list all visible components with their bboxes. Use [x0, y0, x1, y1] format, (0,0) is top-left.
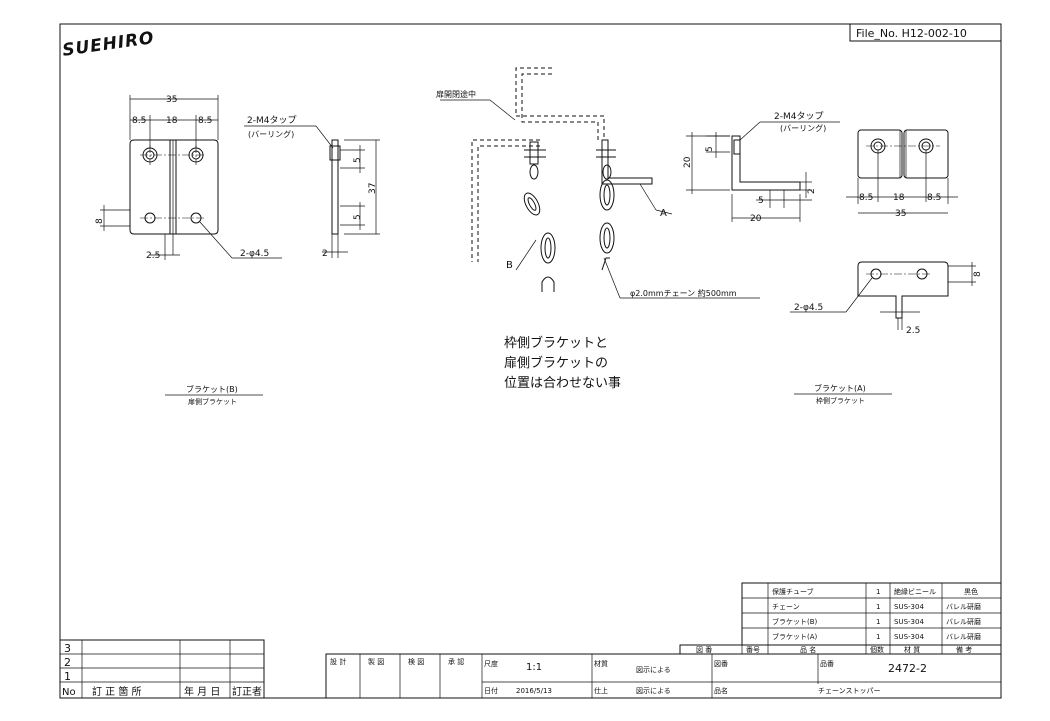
bracket-a-side-view — [686, 121, 840, 222]
approval-approve: 承 認 — [448, 657, 464, 666]
approval-check: 検 図 — [408, 657, 424, 666]
revision-header-no: No — [62, 687, 76, 698]
bracket-b-offset: 2.5 — [146, 251, 160, 261]
bracket-a-holes: 2-φ4.5 — [794, 303, 823, 313]
parts-row-1-remark: 黒色 — [964, 587, 978, 596]
bracket-a-right: 8.5 — [927, 193, 941, 203]
file-no: File_No. H12-002-10 — [856, 27, 967, 40]
parts-row-3-material: SUS-304 — [894, 618, 924, 626]
bracket-b-five-b: 5 — [353, 214, 363, 220]
bracket-b-tap: 2-M4タップ — [247, 115, 296, 126]
approval-drawing: 製 図 — [368, 657, 384, 666]
parts-row-1-name: 保護チューブ — [772, 587, 814, 596]
bracket-a-subtitle: 枠側ブラケット — [816, 396, 865, 405]
parts-row-1-material: 絶縁ビニール — [894, 587, 936, 596]
name-value: チェーンストッパー — [818, 687, 881, 695]
parts-header-part-no: 番号 — [746, 646, 760, 654]
assembly-label-b: B — [506, 260, 513, 271]
revision-header-location: 訂 正 箇 所 — [92, 685, 142, 698]
assembly-label-a: A — [660, 208, 667, 219]
bracket-a-front-view — [846, 129, 958, 214]
logo-text: SUEHIRO — [61, 28, 156, 61]
note-line-2: 扉側ブラケットの — [504, 355, 608, 371]
bracket-b-front-view — [100, 95, 282, 260]
scale-label: 尺度 — [484, 659, 498, 668]
bracket-a-five: 5 — [705, 146, 715, 152]
parts-row-1-qty: 1 — [876, 588, 880, 596]
parts-row-4-remark: バレル研磨 — [946, 632, 981, 641]
revision-table — [59, 639, 265, 699]
finish-value: 図示による — [636, 687, 671, 695]
date-value: 2016/5/13 — [516, 687, 552, 695]
bracket-b-five-a: 5 — [353, 157, 363, 163]
date-label: 日付 — [484, 686, 498, 695]
bracket-b-hole-height: 8 — [95, 218, 105, 224]
bracket-a-tap-note: (バーリング) — [780, 123, 826, 133]
parts-header-drawing-no: 図 番 — [696, 646, 712, 654]
bracket-a-hole-height: 8 — [973, 271, 983, 277]
suehiro-logo: SUEHIRO — [61, 28, 156, 61]
parts-row-2-name: チェーン — [772, 603, 800, 611]
bracket-b-height: 37 — [368, 183, 378, 194]
bracket-a-bottom-view — [790, 261, 976, 330]
material-value: 図示による — [636, 666, 671, 674]
bracket-b-right: 8.5 — [198, 116, 212, 126]
note-line-1: 枠側ブラケットと — [504, 335, 608, 351]
door-label: 扉開閉途中 — [436, 89, 476, 99]
parts-header-name: 品 名 — [800, 645, 816, 654]
parts-row-3-qty: 1 — [876, 618, 880, 626]
assembly-view — [440, 67, 760, 299]
bracket-a-five-b: 5 — [758, 196, 764, 206]
revision-header-author: 訂正者 — [232, 685, 262, 698]
bracket-a-height: 20 — [683, 156, 693, 168]
bracket-b-subtitle: 扉側ブラケット — [188, 397, 237, 406]
parts-header-remark: 備 考 — [956, 645, 972, 654]
part-no-label: 品番 — [820, 660, 834, 668]
material-label: 材質 — [594, 659, 608, 668]
scale-value: 1:1 — [526, 662, 542, 673]
parts-row-4-qty: 1 — [876, 633, 880, 641]
part-no-value: 2472-2 — [888, 662, 927, 675]
file-no-box — [849, 23, 1002, 42]
chain-label: φ2.0mmチェーン 約500mm — [630, 288, 737, 298]
bracket-a-tap: 2-M4タップ — [774, 111, 823, 122]
note-line-3: 位置は合わせない事 — [504, 376, 621, 391]
bracket-b-middle: 18 — [166, 116, 178, 126]
parts-header-material: 材 質 — [904, 645, 920, 654]
bracket-a-offset: 2.5 — [906, 326, 920, 336]
bracket-b-left: 8.5 — [132, 116, 146, 126]
revision-header-date: 年 月 日 — [184, 685, 220, 698]
title-block — [325, 653, 1002, 699]
parts-row-3-name: ブラケット(B) — [772, 617, 818, 626]
parts-header-qty: 個数 — [870, 645, 884, 654]
bracket-b-thickness: 2 — [322, 249, 328, 259]
finish-label: 仕上 — [594, 686, 608, 695]
parts-row-2-qty: 1 — [876, 603, 880, 611]
bracket-a-total: 35 — [895, 209, 906, 219]
bracket-a-width: 20 — [750, 214, 762, 224]
revision-row-1: 1 — [64, 670, 71, 683]
bracket-a-thickness: 2 — [807, 188, 817, 194]
parts-row-4-material: SUS-304 — [894, 633, 924, 641]
drawing-no-label: 図番 — [714, 660, 728, 668]
name-label: 品名 — [714, 686, 728, 695]
bracket-b-width-total: 35 — [166, 95, 177, 105]
bracket-b-holes: 2-φ4.5 — [240, 249, 269, 259]
parts-row-2-remark: バレル研磨 — [946, 602, 981, 611]
bracket-b-title: ブラケット(B) — [186, 384, 238, 394]
bracket-b-side-view — [244, 125, 380, 258]
bracket-a-middle: 18 — [893, 193, 905, 203]
revision-row-3: 3 — [64, 642, 71, 655]
bracket-a-title: ブラケット(A) — [814, 383, 866, 393]
parts-row-4-name: ブラケット(A) — [772, 632, 818, 641]
parts-row-2-material: SUS-304 — [894, 603, 924, 611]
revision-row-2: 2 — [64, 656, 71, 669]
bracket-a-left: 8.5 — [859, 193, 873, 203]
bracket-b-tap-note: (バーリング) — [248, 129, 294, 139]
parts-row-3-remark: バレル研磨 — [946, 617, 981, 626]
approval-design: 設 計 — [330, 657, 346, 666]
